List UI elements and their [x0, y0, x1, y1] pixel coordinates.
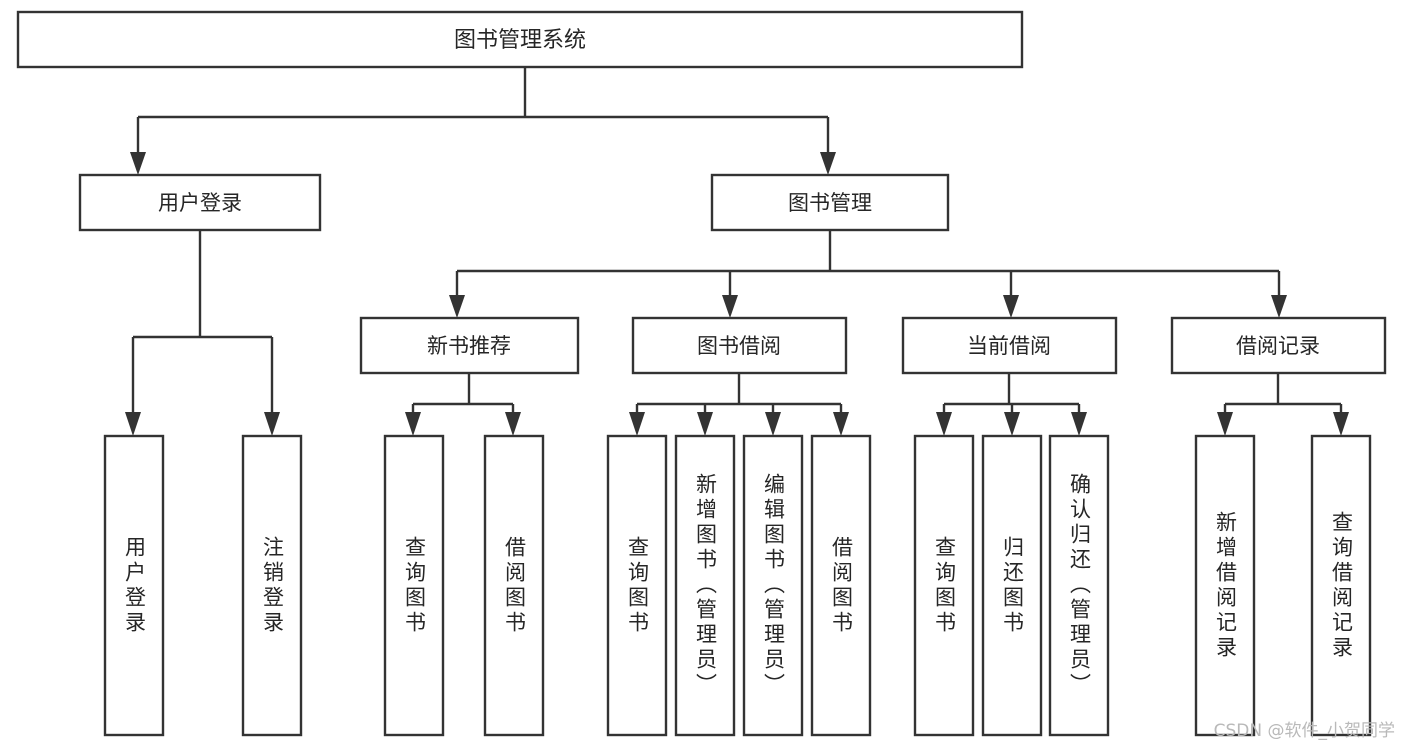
connector-user-login-to-leaves: [125, 230, 280, 436]
leaf-box-edit-book[interactable]: [742, 434, 804, 737]
node-book-borrow-label: 图书借阅: [697, 334, 781, 358]
leaf-box-confirm-return[interactable]: [1048, 434, 1110, 737]
leaf-box-add-record[interactable]: [1194, 434, 1256, 737]
connector-current-borrow-to-leaves: [936, 373, 1087, 436]
connector-book-borrow-to-leaves: [629, 373, 849, 436]
node-root-label: 图书管理系统: [454, 28, 586, 53]
connector-root-to-level2: [130, 67, 836, 175]
leaf-box-query-record[interactable]: [1310, 434, 1372, 737]
node-current-borrow[interactable]: 当前借阅: [901, 316, 1118, 375]
leaf-box-query-book-2[interactable]: [606, 434, 668, 737]
node-current-borrow-label: 当前借阅: [967, 334, 1051, 358]
node-book-manage[interactable]: 图书管理: [710, 173, 950, 232]
node-root[interactable]: 图书管理系统: [16, 10, 1024, 69]
node-new-book-recommend-box[interactable]: [359, 316, 580, 375]
csdn-watermark: CSDN @软件_小贺同学: [1213, 721, 1395, 741]
node-user-login-label: 用户登录: [158, 191, 242, 215]
node-book-borrow[interactable]: 图书借阅: [631, 316, 848, 375]
leaf-box-query-book-1[interactable]: [383, 434, 445, 737]
leaf-box-add-book[interactable]: [674, 434, 736, 737]
leaf-box-borrow-book-1[interactable]: [483, 434, 545, 737]
leaf-box-user-login[interactable]: [103, 434, 165, 737]
node-borrow-record[interactable]: 借阅记录: [1170, 316, 1387, 375]
connector-borrow-record-to-leaves: [1217, 373, 1349, 436]
node-new-book-recommend-label: 新书推荐: [427, 334, 511, 358]
node-user-login[interactable]: 用户登录: [78, 173, 322, 232]
node-borrow-record-label: 借阅记录: [1236, 334, 1320, 358]
leaf-box-query-book-3[interactable]: [913, 434, 975, 737]
leaf-box-borrow-book-2[interactable]: [810, 434, 872, 737]
leaf-box-return-book[interactable]: [981, 434, 1043, 737]
node-current-borrow-box[interactable]: [901, 316, 1118, 375]
node-book-manage-label: 图书管理: [788, 191, 872, 215]
connector-new-book-recommend-to-leaves: [405, 373, 521, 436]
connector-book-manage-to-level3: [449, 230, 1287, 318]
node-root-box[interactable]: [16, 10, 1024, 69]
node-user-login-box[interactable]: [78, 173, 322, 232]
leaf-box-user-logout[interactable]: [241, 434, 303, 737]
node-new-book-recommend[interactable]: 新书推荐: [359, 316, 580, 375]
